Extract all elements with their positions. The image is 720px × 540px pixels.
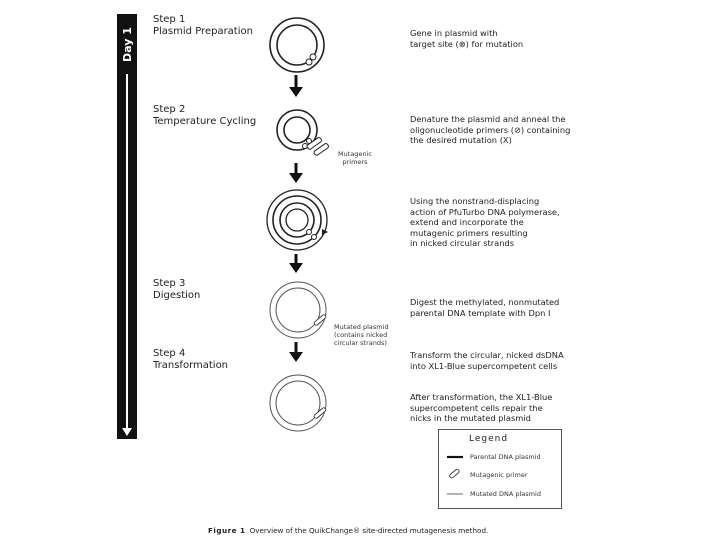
description-line: Transform the circular, nicked dsDNA (410, 350, 564, 360)
step-3-label: Step 3 Digestion (153, 278, 200, 302)
legend-box: Legend Parental DNA plasmid Mutagenic pr… (438, 429, 562, 509)
legend-swatches (447, 455, 463, 495)
step-2-title: Step 2 (153, 104, 186, 115)
step-4-subtitle: Transformation (153, 360, 229, 371)
step-3-subtitle: Digestion (153, 290, 201, 301)
mutagenic-primers-annotation: Mutagenic primers (330, 150, 380, 166)
description-line: parental DNA template with Dpn I (410, 307, 551, 318)
target-site-marker (309, 53, 317, 61)
description-line: in nicked circular strands (410, 238, 515, 248)
annotation-line: circular strands) (334, 339, 387, 347)
description-line: supercompetent cells repair the (410, 402, 543, 413)
description-line: the desired mutation (X) (410, 135, 512, 145)
description-line: oligonucleotide primers (⊘) containing (410, 124, 571, 135)
figure-number: Figure 1 (208, 526, 246, 535)
description-line: into XL1-Blue supercompetent cells (410, 360, 558, 371)
description-line: target site (⊗) for mutation (410, 38, 524, 49)
description-line: Digest the methylated, nonmutated (410, 297, 560, 307)
description-repair: After transformation, the XL1-Blue super… (410, 392, 552, 424)
description-line: Gene in plasmid with (410, 28, 498, 38)
step-1-title: Step 1 (153, 14, 186, 25)
step-2-subtitle: Temperature Cycling (153, 116, 257, 127)
step-2-label: Step 2 Temperature Cycling (153, 104, 256, 128)
description-extension: Using the nonstrand-displacing action of… (410, 196, 560, 249)
legend-item-parental: Parental DNA plasmid (470, 453, 541, 461)
mutagenic-primer (313, 143, 329, 156)
description-line: mutagenic primers resulting (410, 227, 528, 238)
step-4-title: Step 4 (153, 348, 186, 359)
flow-arrow (289, 342, 303, 362)
legend-title: Legend (469, 434, 509, 444)
legend-item-primer: Mutagenic primer (470, 471, 528, 479)
flow-arrow (289, 75, 303, 97)
description-line: Using the nonstrand-displacing (410, 196, 540, 206)
mutated-plasmid-annotation: Mutated plasmid (contains nicked circula… (334, 323, 394, 347)
step-1-subtitle: Plasmid Preparation (153, 26, 253, 37)
description-line: Denature the plasmid and anneal the (410, 114, 566, 124)
step-1-label: Step 1 Plasmid Preparation (153, 14, 253, 38)
description-step-2: Denature the plasmid and anneal the olig… (410, 114, 570, 146)
legend-primer-icon (449, 468, 460, 479)
plasmid-step-2 (276, 109, 329, 156)
description-step-1: Gene in plasmid with target site (⊗) for… (410, 28, 523, 49)
annotation-line: primers (342, 158, 368, 166)
plasmid-step-4 (269, 374, 327, 432)
mutation-site (313, 407, 327, 419)
annotation-line: Mutagenic (338, 150, 372, 158)
annotation-line: Mutated plasmid (334, 323, 389, 331)
plasmid-extension (266, 189, 328, 251)
description-step-3: Digest the methylated, nonmutated parent… (410, 297, 559, 318)
annotation-line: (contains nicked (334, 331, 388, 339)
flow-arrow (289, 254, 303, 273)
mutagenic-primer (306, 137, 322, 150)
target-site-marker (305, 58, 313, 66)
mutation-site (313, 314, 327, 326)
figure-caption-text: Overview of the QuikChange® site-directe… (249, 526, 489, 535)
plasmid-step-1 (269, 17, 325, 73)
day-timeline-arrow-line (126, 74, 128, 434)
step-3-title: Step 3 (153, 278, 186, 289)
step-4-label: Step 4 Transformation (153, 348, 228, 372)
day-timeline-arrowhead (122, 428, 132, 436)
flow-arrow (289, 163, 303, 183)
description-line: extend and incorporate the (410, 217, 524, 227)
description-line: After transformation, the XL1-Blue (410, 392, 553, 402)
legend-item-mutated: Mutated DNA plasmid (470, 490, 541, 498)
description-step-4: Transform the circular, nicked dsDNA int… (410, 350, 564, 371)
plasmid-step-3 (269, 281, 327, 339)
description-line: nicks in the mutated plasmid (410, 413, 531, 423)
description-line: action of PfuTurbo DNA polymerase, (410, 206, 560, 217)
